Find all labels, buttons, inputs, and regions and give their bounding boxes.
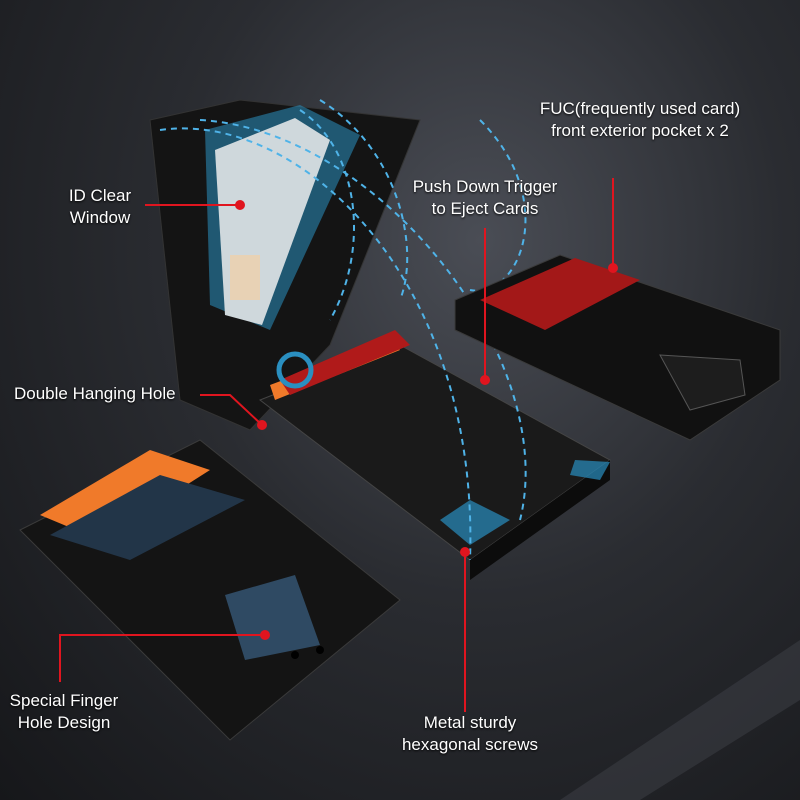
fuc-card-red (480, 258, 640, 330)
finger-hole-card (225, 575, 320, 660)
callout-line-hanging (200, 394, 263, 426)
blue-edge-highlight (440, 500, 510, 545)
callout-dot (257, 420, 267, 430)
blue-edge-highlight (570, 460, 610, 480)
callout-dot (260, 630, 270, 640)
magnet-icon (276, 351, 314, 389)
left-wallet (19, 439, 401, 741)
label-line: hexagonal screws (401, 735, 539, 754)
callout-dot (480, 375, 490, 385)
label-push-trigger: Push Down Trigger to Eject Cards (390, 176, 580, 220)
eject-arrows (159, 99, 527, 561)
dashed-arc (299, 109, 355, 321)
dashed-arc (199, 119, 527, 521)
finger-hole (659, 354, 746, 411)
label-line: FUC(frequently used card) (539, 99, 741, 118)
ejected-card-red (280, 330, 410, 395)
label-line: Metal sturdy (423, 713, 517, 732)
left-card-navy (50, 475, 245, 560)
background-streak (560, 640, 800, 800)
label-fuc-pocket: FUC(frequently used card) front exterior… (505, 98, 775, 142)
label-finger-hole: Special Finger Hole Design (5, 690, 123, 734)
callouts (59, 178, 618, 712)
label-line: to Eject Cards (431, 199, 539, 218)
id-photo (230, 255, 260, 300)
label-screws: Metal sturdy hexagonal screws (385, 712, 555, 756)
hanging-hole (316, 646, 324, 654)
hanging-hole (291, 651, 299, 659)
dashed-arc (319, 99, 409, 301)
label-line: ID Clear (68, 186, 132, 205)
label-line: Window (69, 208, 131, 227)
dashed-arc (159, 127, 472, 561)
label-id-window: ID Clear Window (55, 185, 145, 229)
label-line: front exterior pocket x 2 (551, 121, 729, 140)
right-wallet (454, 254, 781, 441)
callout-dot (235, 200, 245, 210)
callout-dot (460, 547, 470, 557)
label-line: Double Hanging Hole (14, 384, 176, 403)
callout-dot (608, 263, 618, 273)
callout-line-finger (59, 634, 265, 682)
label-line: Hole Design (17, 713, 111, 732)
label-hanging-hole: Double Hanging Hole (14, 383, 176, 405)
card-holder-side (470, 460, 610, 580)
label-line: Push Down Trigger (412, 177, 558, 196)
label-line: Special Finger (9, 691, 119, 710)
